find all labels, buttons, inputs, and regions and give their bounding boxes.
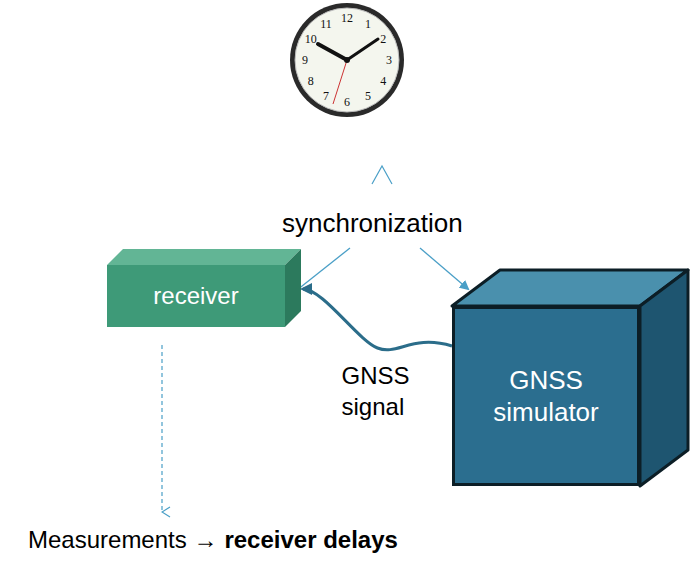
clock-numeral: 5 xyxy=(365,89,371,104)
sync-arrow xyxy=(420,248,468,289)
measurements-label: Measurements → xyxy=(28,526,217,554)
clock-numeral: 10 xyxy=(305,32,317,47)
receiver-box: receiver xyxy=(107,265,285,327)
clock-numeral: 6 xyxy=(344,95,350,110)
clock-numeral: 9 xyxy=(302,53,308,68)
clock-illustration xyxy=(290,3,404,117)
box-top-face xyxy=(107,249,301,265)
clock-numeral: 1 xyxy=(365,16,371,31)
sync-arrow xyxy=(372,166,392,184)
clock-numeral: 3 xyxy=(386,53,392,68)
result-label: receiver delays xyxy=(224,526,397,554)
measurement-arrow xyxy=(161,345,162,512)
clock-numeral: 8 xyxy=(308,74,314,89)
simulator-box: GNSS simulator xyxy=(452,306,640,486)
clock-numeral: 2 xyxy=(380,32,386,47)
box-label: GNSS simulator xyxy=(465,364,626,429)
box-side-face xyxy=(285,249,301,327)
clock-numeral: 4 xyxy=(380,74,386,89)
clock-numeral: 11 xyxy=(320,16,332,31)
clock-numeral: 12 xyxy=(341,11,353,26)
box-side-face xyxy=(640,270,688,486)
box-label: receiver xyxy=(153,281,238,311)
connector-label: GNSS signal xyxy=(342,360,419,422)
sync-label: synchronization xyxy=(282,208,463,239)
clock-numeral: 7 xyxy=(323,89,329,104)
signal-connector xyxy=(303,289,452,350)
